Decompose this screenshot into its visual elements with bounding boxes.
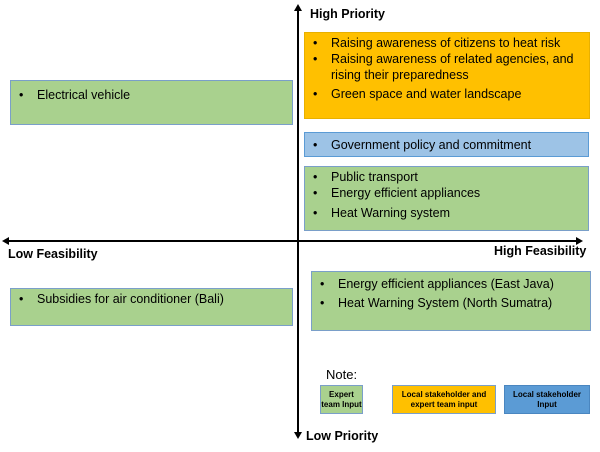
legend-expert: Expert team Input bbox=[320, 385, 363, 414]
list-item: Electrical vehicle bbox=[17, 87, 286, 103]
low-feasibility-label: Low Feasibility bbox=[8, 247, 98, 261]
note-title: Note: bbox=[326, 367, 358, 382]
list-item: Heat Warning system bbox=[311, 205, 582, 221]
high-feasibility-low-priority-box: Energy efficient appliances (East Java) … bbox=[311, 271, 591, 331]
arrow-right-icon bbox=[576, 237, 583, 245]
list-item: Green space and water landscape bbox=[311, 86, 583, 102]
arrow-up-icon bbox=[294, 4, 302, 11]
list-item: Government policy and commitment bbox=[311, 137, 582, 153]
low-feasibility-high-priority-box: Electrical vehicle bbox=[10, 80, 293, 125]
high-priority-label: High Priority bbox=[310, 7, 386, 21]
horizontal-axis bbox=[8, 240, 578, 242]
legend-both: Local stakeholder and expert team input bbox=[392, 385, 496, 414]
high-priority-both-box: Raising awareness of citizens to heat ri… bbox=[304, 32, 590, 119]
list-item: Public transport bbox=[311, 169, 582, 185]
high-priority-expert-box: Public transport Energy efficient applia… bbox=[304, 166, 589, 231]
list-item: Raising awareness of citizens to heat ri… bbox=[311, 35, 583, 51]
list-item: Subsidies for air conditioner (Bali) bbox=[17, 291, 286, 307]
low-feasibility-low-priority-box: Subsidies for air conditioner (Bali) bbox=[10, 288, 293, 326]
low-priority-label: Low Priority bbox=[306, 429, 379, 443]
arrow-down-icon bbox=[294, 432, 302, 439]
arrow-left-icon bbox=[2, 237, 9, 245]
list-item: Energy efficient appliances bbox=[311, 185, 582, 201]
vertical-axis bbox=[297, 10, 299, 436]
legend-local: Local stakeholder Input bbox=[504, 385, 590, 414]
list-item: Raising awareness of related agencies, a… bbox=[311, 51, 583, 83]
high-priority-local-box: Government policy and commitment bbox=[304, 132, 589, 157]
list-item: Heat Warning System (North Sumatra) bbox=[318, 295, 584, 311]
high-feasibility-label: High Feasibility bbox=[494, 244, 587, 258]
list-item: Energy efficient appliances (East Java) bbox=[318, 276, 584, 292]
